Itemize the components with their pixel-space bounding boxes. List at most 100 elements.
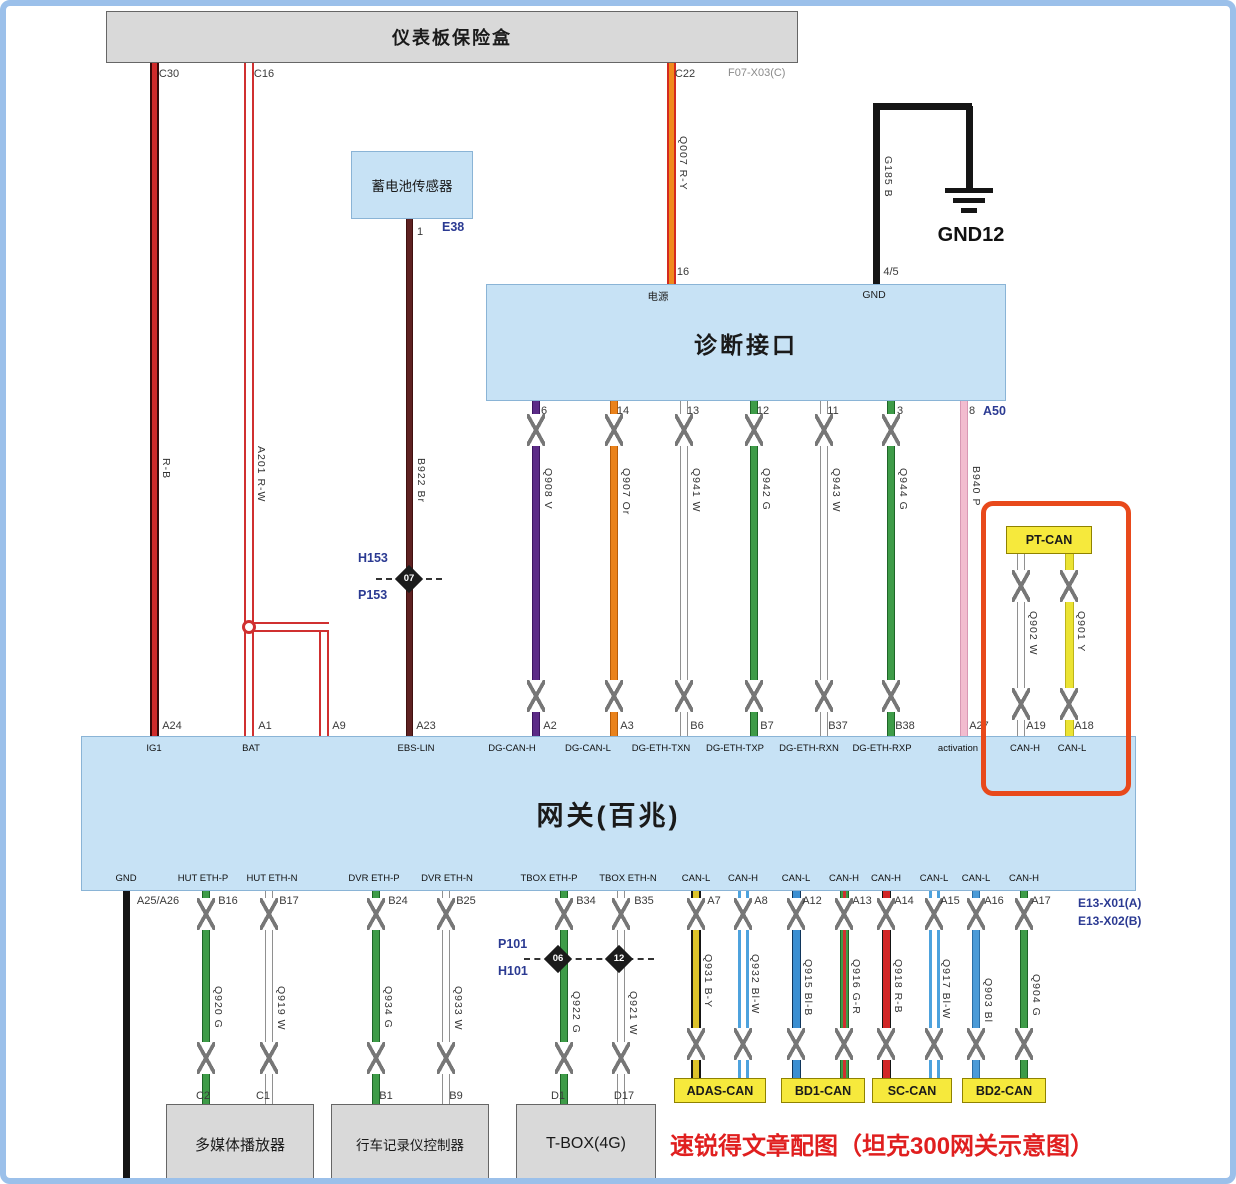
wire-code: Q918 R-B [892, 959, 904, 1014]
splice-p153-label: P153 [358, 588, 388, 602]
twisted-pair-icon [734, 1028, 752, 1060]
ground-gnd12-label: GND12 [937, 224, 1005, 246]
wire-bat [244, 63, 254, 736]
wire-bat-branch [319, 622, 329, 736]
wire-code: Q904 G [1030, 974, 1042, 1017]
wire-junction-icon [242, 620, 256, 634]
wire-ig1 [149, 63, 159, 736]
pin-label: 4/5 [883, 266, 899, 278]
gateway-bottom-pin-label: DVR ETH-P [348, 873, 400, 884]
connector-a50-label: A50 [983, 404, 1006, 418]
wire-q931 [691, 891, 701, 1078]
pin-label: B34 [576, 895, 596, 907]
pin-label: B38 [895, 720, 915, 732]
gateway-bottom-pin-label: CAN-H [727, 873, 759, 884]
wire-code: Q916 G-R [850, 959, 862, 1015]
bd1-can-tag: BD1-CAN [781, 1078, 865, 1103]
pin-label: C22 [674, 68, 696, 80]
splice-p101-label: P101 [498, 937, 528, 951]
pin-label: A1 [258, 720, 272, 732]
pin-label: B17 [279, 895, 299, 907]
wire-code: B922 Br [415, 458, 427, 503]
wire-q920 [202, 891, 210, 1104]
twisted-pair-icon [437, 1042, 455, 1074]
splice-number: 06 [552, 953, 564, 964]
twisted-pair-icon [555, 898, 573, 930]
wire-q917 [928, 891, 940, 1078]
pin-label: 电源 [647, 291, 669, 303]
twisted-pair-icon [260, 1042, 278, 1074]
wire-ebs-lin [405, 219, 413, 736]
gateway-top-pin-label: EBS-LIN [397, 743, 435, 754]
gateway-bottom-pin-label: CAN-L [781, 873, 811, 884]
wire-code: Q920 G [212, 986, 224, 1029]
splice-h153-label: H153 [358, 551, 388, 565]
battery-sensor-label: 蓄电池传感器 [371, 179, 453, 194]
wire-code: Q931 B-Y [702, 954, 714, 1009]
pin-label: 6 [540, 405, 548, 417]
twisted-pair-icon [787, 1028, 805, 1060]
twisted-pair-icon [1060, 688, 1078, 720]
wire-code: Q921 W [627, 991, 639, 1036]
pin-label: 1 [416, 226, 424, 238]
gateway-top-pin-label: DG-ETH-RXP [852, 743, 912, 754]
splice-number: 12 [613, 953, 625, 964]
wire-code: Q943 W [830, 468, 842, 513]
pin-label: B7 [760, 720, 774, 732]
wire-code: Q944 G [897, 468, 909, 511]
gateway-bottom-pin-label: CAN-L [919, 873, 949, 884]
diagnostic-connector-label: 诊断接口 [694, 331, 798, 358]
twisted-pair-icon [527, 414, 545, 446]
wire-code: Q917 Bl-W [940, 959, 952, 1020]
gateway-top-pin-label: IG1 [146, 743, 162, 754]
drive-recorder-box: 行车记录仪控制器 [331, 1104, 489, 1178]
wire-code: A201 R-W [255, 446, 267, 503]
twisted-pair-icon [612, 1042, 630, 1074]
wire-bat-bridge [253, 622, 329, 632]
pin-label: A13 [852, 895, 872, 907]
gateway-top-pin-label: DG-ETH-RXN [779, 743, 839, 754]
twisted-pair-icon [687, 898, 705, 930]
wire-gnd12-drop [965, 106, 973, 188]
pin-label: A17 [1031, 895, 1051, 907]
pin-label: B1 [379, 1090, 393, 1102]
wire-q922 [560, 891, 568, 1104]
connector-e13-x02-label: E13-X02(B) [1078, 914, 1142, 928]
wire-q921 [617, 891, 625, 1104]
twisted-pair-icon [877, 1028, 895, 1060]
ground-symbol-icon [945, 188, 993, 193]
wire-q933 [442, 891, 450, 1104]
wire-gnd-bridge [873, 102, 972, 110]
wire-code: Q907 Or [620, 468, 632, 516]
gateway-bottom-pin-label: DVR ETH-N [421, 873, 473, 884]
twisted-pair-icon [437, 898, 455, 930]
wire-code: Q932 Bl-W [749, 954, 761, 1015]
twisted-pair-icon [745, 680, 763, 712]
twisted-pair-icon [197, 1042, 215, 1074]
connector-e38-label: E38 [442, 220, 465, 234]
wire-q944 [887, 401, 895, 736]
connector-e13-x01-label: E13-X01(A) [1078, 896, 1142, 910]
pin-label: C2 [195, 1090, 211, 1102]
wire-q907 [610, 401, 618, 736]
pin-label: C16 [253, 68, 275, 80]
pin-label: D17 [613, 1090, 635, 1102]
wire-code: Q915 Bl-B [802, 959, 814, 1017]
sc-can-label: SC-CAN [887, 1083, 937, 1098]
pt-can-highlight-frame [981, 501, 1131, 796]
wire-b940 [960, 401, 968, 736]
pin-label: B9 [449, 1090, 463, 1102]
gateway-box: 网关(百兆) [81, 736, 1136, 891]
pin-label: A19 [1026, 720, 1046, 732]
gateway-top-pin-label: CAN-L [1057, 743, 1087, 754]
pin-label: A15 [940, 895, 960, 907]
pin-label: A12 [802, 895, 822, 907]
wire-q902 [1017, 554, 1025, 736]
twisted-pair-icon [734, 898, 752, 930]
twisted-pair-icon [882, 680, 900, 712]
pin-label: A24 [162, 720, 182, 732]
pin-label: GND [862, 289, 886, 301]
pin-label: 13 [686, 405, 700, 417]
wire-q941 [680, 401, 688, 736]
twisted-pair-icon [687, 1028, 705, 1060]
